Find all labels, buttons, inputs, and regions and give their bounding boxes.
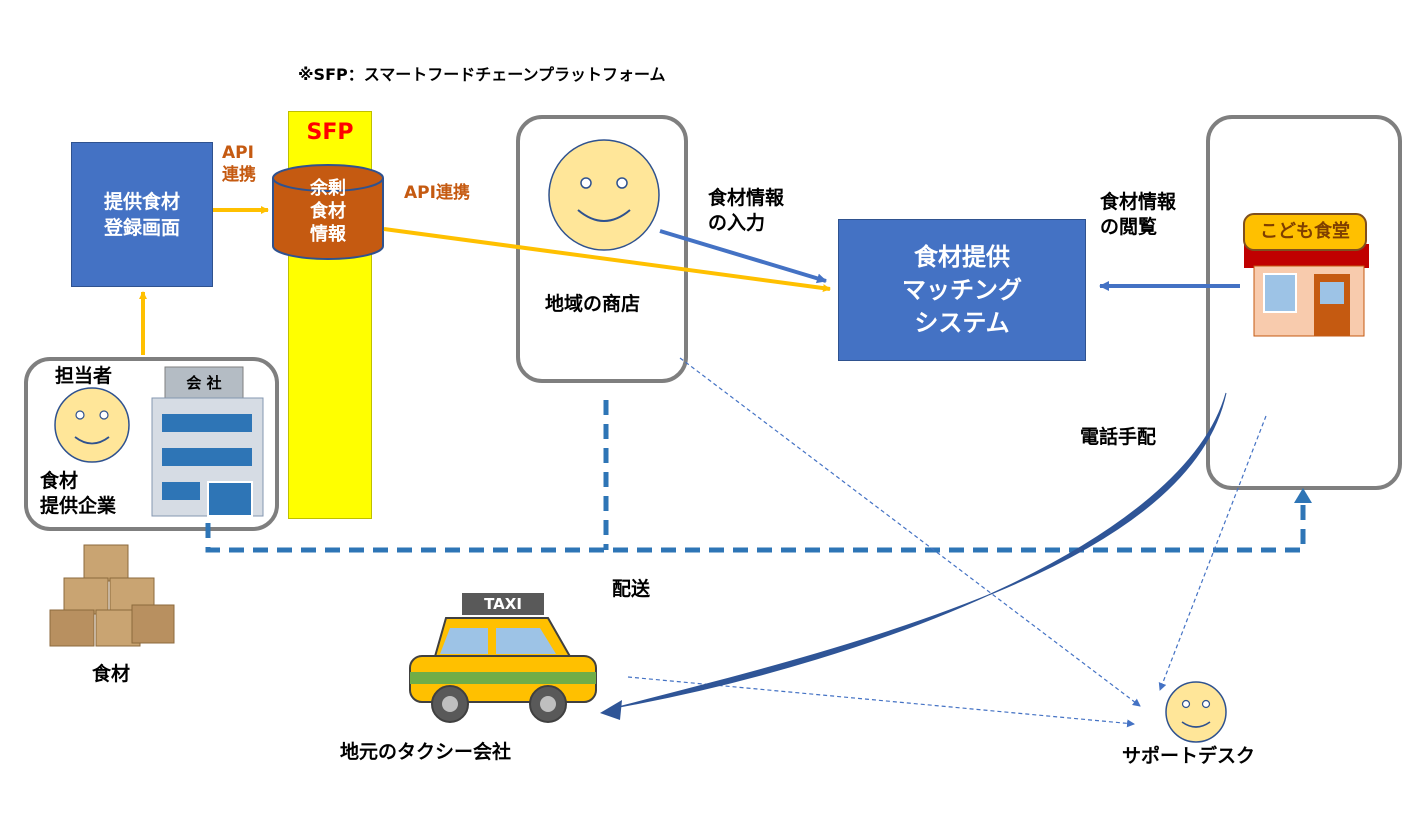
support-label: サポートデスク <box>1122 745 1256 767</box>
matching-system-box: 食材提供 マッチング システム <box>838 219 1086 361</box>
person-label: 担当者 <box>55 365 113 387</box>
phone-label: 電話手配 <box>1080 426 1157 448</box>
kodomo-shokudo-icon <box>1243 213 1369 337</box>
kodomo-sign: こども食堂 <box>1260 221 1350 242</box>
smiley-company-icon <box>54 387 130 463</box>
cardboard-boxes-icon <box>49 544 175 647</box>
dotted-shop-to-support <box>679 357 1141 707</box>
food-label: 食材 <box>92 663 131 685</box>
company-building-icon <box>151 366 264 517</box>
arrow-sfp-to-matching <box>383 227 831 293</box>
phone-arrow-head <box>600 700 622 720</box>
browse-label: 食材情報 の閲覧 <box>1100 191 1177 238</box>
delivery-route <box>205 500 1306 553</box>
delivery-arrow-head <box>1294 488 1312 503</box>
arrow-shop-to-matching <box>659 229 827 284</box>
database-icon <box>272 164 384 260</box>
sfp-db-label: 余剰 食材 情報 <box>310 178 346 245</box>
api-link-right: API連携 <box>404 183 470 203</box>
sfp-note: ※SFP：スマートフードチェーンプラットフォーム <box>298 65 666 84</box>
shop-label: 地域の商店 <box>545 293 641 315</box>
input-label: 食材情報 の入力 <box>708 187 785 234</box>
taxi-label: 地元のタクシー会社 <box>340 741 512 763</box>
company-label: 食材 提供企業 <box>40 470 117 517</box>
dotted-kodomo-to-support <box>1158 415 1267 691</box>
api-link-left: API 連携 <box>222 143 256 185</box>
sfp-title: SFP <box>306 120 354 145</box>
smiley-shop-icon <box>548 139 660 251</box>
taxi-icon <box>409 593 597 723</box>
delivery-label: 配送 <box>612 578 651 600</box>
company-sign: 会 社 <box>186 374 222 392</box>
dotted-taxi-to-support <box>627 676 1135 728</box>
smiley-support-icon <box>1165 681 1227 743</box>
taxi-sign: TAXI <box>484 595 522 613</box>
register-screen-box: 提供食材 登録画面 <box>71 142 213 287</box>
